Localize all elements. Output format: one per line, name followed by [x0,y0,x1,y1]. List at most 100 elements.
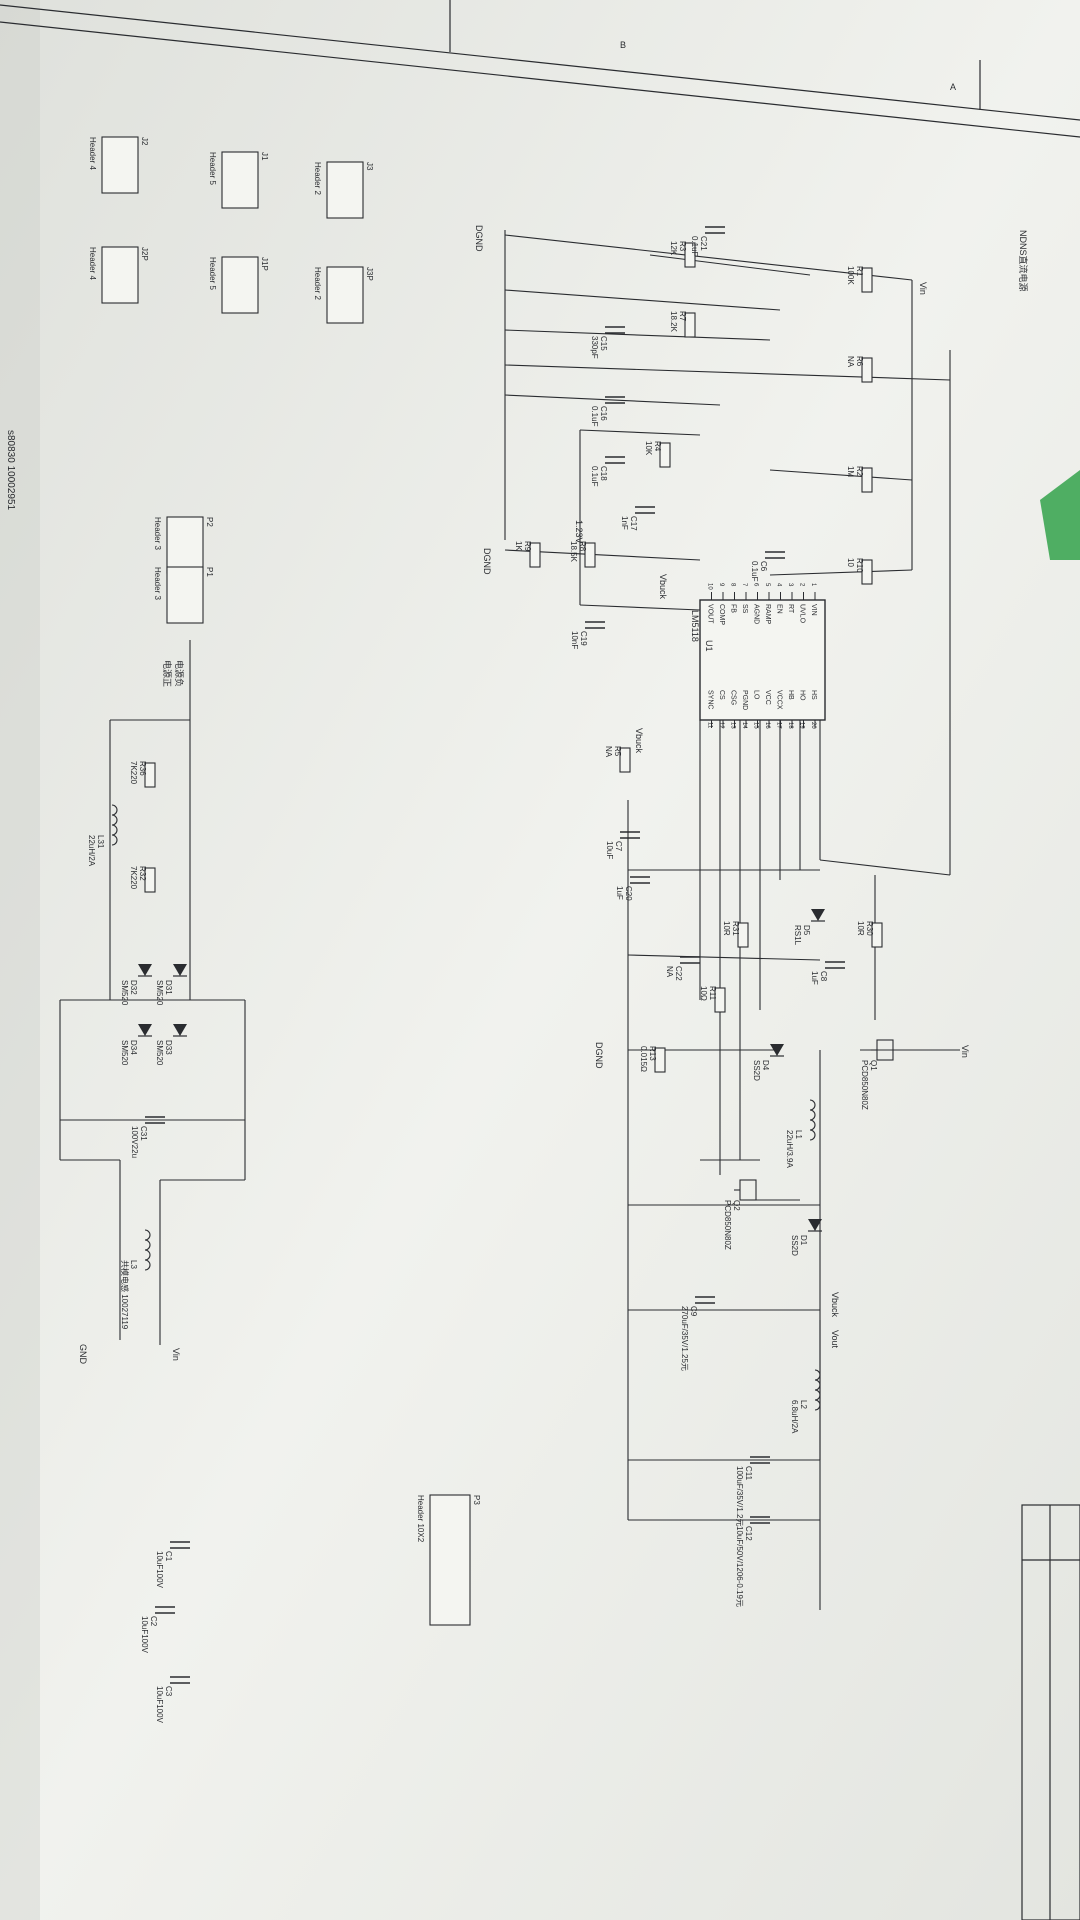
capacitor-value: 10uF100V [140,1616,149,1654]
header-type: Header 5 [208,152,217,185]
header-j2: J2 Header 4 [88,136,149,194]
header-type: Header 2 [313,267,322,300]
capacitor-value: 0.1uF [590,406,599,427]
ic-pin-num-2: 2 [799,583,805,587]
capacitor-ref: C18 [599,466,608,481]
semi-value: SM520 [155,1040,164,1066]
ic-ref: U1 [704,640,714,652]
resistor-ref: R36 [138,761,147,776]
resistor-value: 10R [722,921,731,936]
capacitor-value: 100uF/35V/1.2元 [735,1466,744,1526]
inductor-value: 共模电感 10027119 [120,1260,130,1330]
resistor-value: 0.015Ω [639,1046,648,1072]
ic-pin-num-6: 6 [753,583,759,587]
capacitor-ref: C17 [629,516,638,531]
resistor-ref: R13 [648,1046,657,1061]
header-type: Header 5 [208,257,217,290]
capacitor-value: 1uF [810,971,819,985]
ic-pin-num-9: 9 [718,583,724,587]
footer-code: s80830 10002951 [5,430,16,511]
capacitor-ref: C8 [819,971,828,982]
ic-pin-cs: CS [718,690,725,700]
ic-pin-rt: RT [787,604,794,614]
net-labels: Vin Vin Vin DGND DGND DGND GND Vbuck Vbu… [78,225,970,1365]
ic-left-pin-group: VIN1UVLO2RT3EN4RAMP5AGND6SS7FB8COMP9VOUT… [707,583,818,625]
ic-pin-num-4: 4 [776,583,782,587]
resistor-ref: R9 [523,541,532,552]
resistor-ref: R32 [138,866,147,881]
capacitor-value: 0.1uF [590,466,599,487]
ic-pin-comp: COMP [718,604,725,625]
ic-pin-num-19: 19 [799,722,805,729]
resistor-ref: R11 [708,986,717,1001]
capacitor-value: 0.1uF [690,236,699,257]
ic-pin-num-18: 18 [787,722,793,729]
ic-pin-lo: LO [753,690,760,700]
capacitor-ref: C20 [624,886,633,901]
ic-pin-num-15: 15 [753,722,759,729]
header-type: Header 10X2 [416,1495,425,1543]
header-type: Header 3 [153,567,162,600]
resistor-value: 10R [856,921,865,936]
capacitor-ref: C1 [164,1551,173,1562]
capacitor-ref: C19 [579,631,588,646]
ic-pin-hb: HB [787,690,794,700]
ic-pin-num-7: 7 [741,583,747,587]
net-pwr-pos: 电源正 [162,660,173,687]
capacitor-ref: C15 [599,336,608,351]
net-1v23: 1.23V [574,520,584,544]
input-filter-wires [59,640,246,1345]
capacitor-ref: C9 [689,1306,698,1317]
resistor-value: 1M [846,466,855,477]
resistor-ref: R1 [855,266,864,277]
resistor-layer: R1100KR6NAR21MR1010R312KR718.2KR410KR818… [129,241,883,1073]
capacitor-value: 270uF/35V/1.25元 [680,1306,689,1371]
ic-u1: U1 LM5118 VIN1UVLO2RT3EN4RAMP5AGND6SS7FB… [690,583,826,729]
semi-ref: D5 [802,925,811,936]
resistor-ref: R8 [578,541,587,552]
ic-pin-num-17: 17 [776,722,782,729]
header-type: Header 4 [88,137,97,170]
circuit-wires [504,230,960,1610]
capacitor-value: 1uF [615,886,624,900]
header-ref: P1 [205,567,214,577]
semiconductor-layer: Q1PCD850N80ZQ2PCD850N80ZD4SS2DD1SS2DD5RS… [120,909,894,1256]
inductor-value: 22uH/3.9A [785,1130,794,1168]
resistor-ref: R2 [855,466,864,477]
capacitor-layer: C210.1uFC15330pFC160.1uFC180.1uFC171nFC6… [130,226,845,1724]
ic-pin-num-16: 16 [764,722,770,729]
capacitor-ref: C22 [674,966,683,981]
net-vin-1: Vin [918,282,928,295]
header-ref: J2P [140,247,149,261]
ic-pin-num-3: 3 [787,583,793,587]
header-ref: J2 [140,137,149,146]
header-type: Header 4 [88,247,97,280]
inductor-value: 6.8uH/2A [790,1400,799,1434]
